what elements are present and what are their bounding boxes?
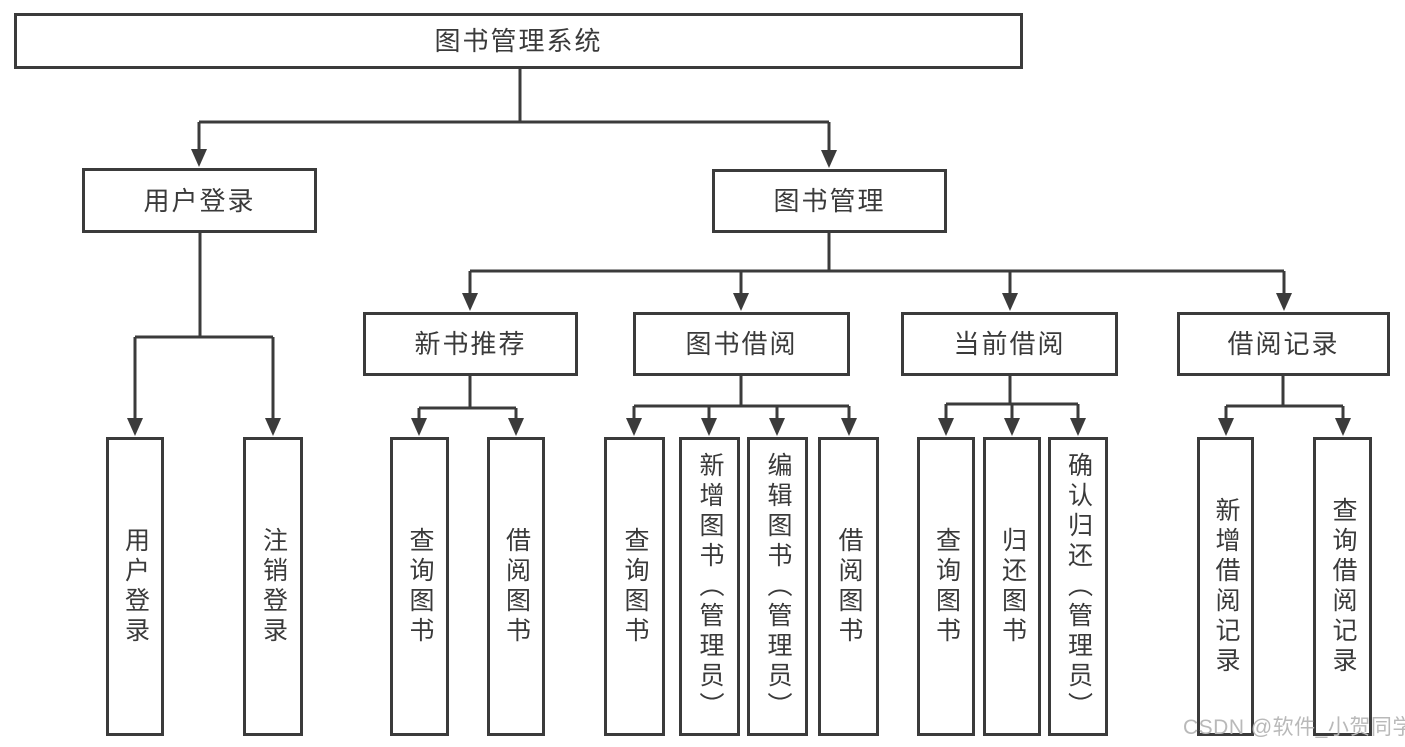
connector-book-borrow-children (626, 376, 857, 436)
node-leaf-user-login: 用户登录 (106, 437, 164, 736)
connector-root-to-level2 (191, 69, 837, 168)
watermark: CSDN @软件_小贺同学 (1183, 716, 1405, 739)
node-book-borrow: 图书借阅 (633, 312, 850, 376)
node-leaf-logout: 注销登录 (243, 437, 303, 736)
node-leaf-return-book: 归还图书 (983, 437, 1041, 736)
connector-new-book-recommend-children (411, 376, 524, 436)
node-leaf-edit-book-admin: 编辑图书（管理员） (747, 437, 808, 736)
node-leaf-query-book-3: 查询图书 (917, 437, 975, 736)
node-book-management: 图书管理 (712, 169, 947, 233)
connector-user-login-children (127, 233, 281, 436)
node-leaf-query-book-2: 查询图书 (604, 437, 665, 736)
node-leaf-add-borrow-record: 新增借阅记录 (1197, 437, 1254, 736)
connector-book-management-children (462, 233, 1292, 311)
node-leaf-add-book-admin: 新增图书（管理员） (679, 437, 740, 736)
node-user-login: 用户登录 (82, 168, 317, 233)
connector-borrow-record-children (1218, 376, 1351, 436)
node-leaf-borrow-book-1: 借阅图书 (487, 437, 545, 736)
node-leaf-borrow-book-2: 借阅图书 (818, 437, 879, 736)
node-leaf-confirm-return-admin: 确认归还（管理员） (1048, 437, 1108, 736)
node-leaf-query-borrow-record: 查询借阅记录 (1313, 437, 1372, 736)
node-new-book-recommend: 新书推荐 (363, 312, 578, 376)
node-leaf-query-book-1: 查询图书 (390, 437, 449, 736)
node-library-management-system: 图书管理系统 (14, 13, 1023, 69)
connector-current-borrow-children (938, 376, 1086, 436)
node-borrow-record: 借阅记录 (1177, 312, 1390, 376)
node-current-borrow: 当前借阅 (901, 312, 1118, 376)
